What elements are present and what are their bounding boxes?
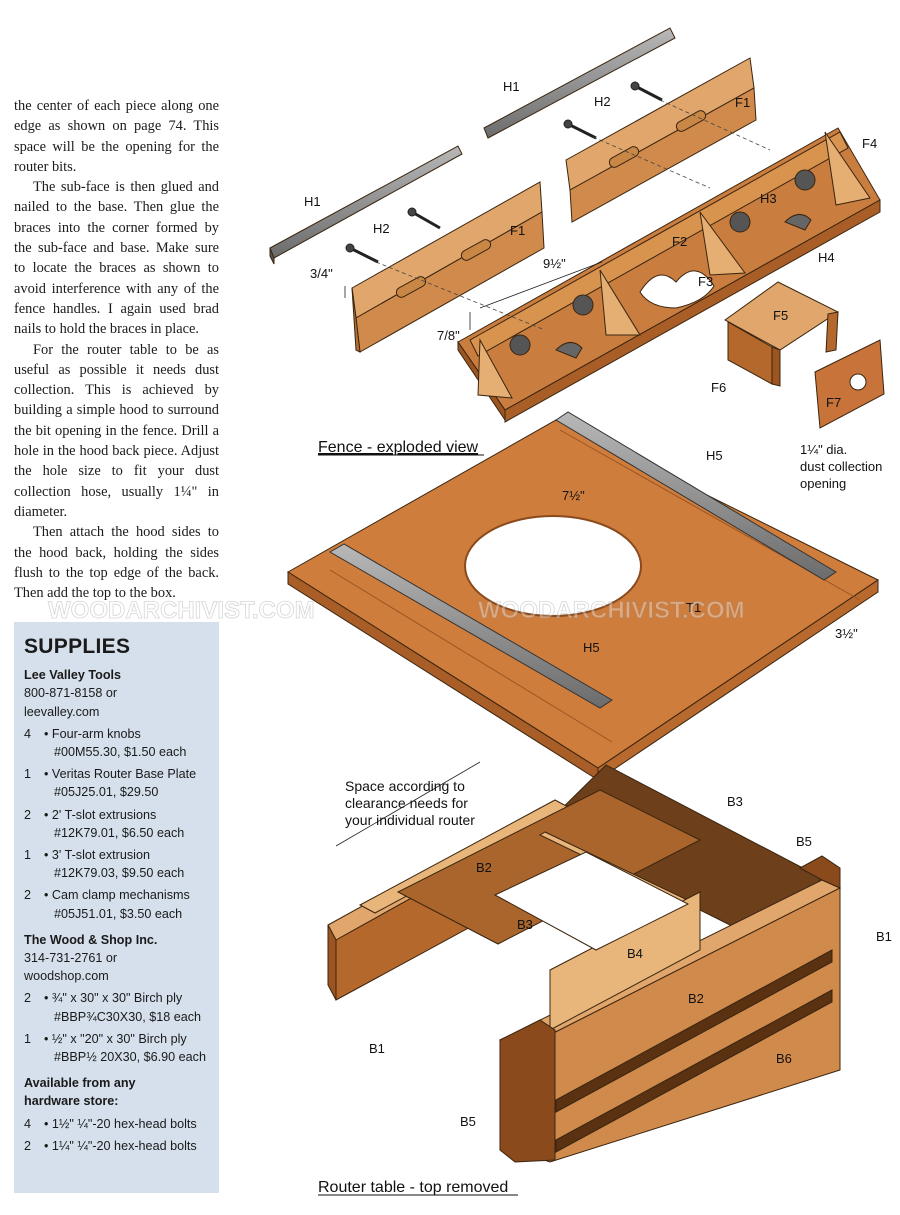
label-b1: B1 [369,1041,385,1056]
fence-labels: H1 H2 F1 F4 H1 H2 F1 H3 F2 H4 F3 F5 F6 F… [304,79,882,491]
t-slot-rail-h5-back [555,411,837,581]
hood-back-f7 [814,339,885,429]
sub-face-f1-left [351,181,545,353]
fence-exploded-view [269,27,885,429]
label-f1: F1 [510,223,525,238]
label-f5: F5 [773,308,788,323]
vendor-lee-valley: Lee Valley Tools 800-871-8158 or leevall… [24,666,211,923]
supply-item: 2• 1¼" ¼"-20 hex-head bolts [24,1138,197,1153]
label-h2: H2 [373,221,390,236]
vendor-phone: 314-731-2761 or [24,951,118,966]
label-b5: B5 [796,834,812,849]
dimension-label: 9½" [543,256,566,271]
supply-item: 2• Cam clamp mechanisms#05J51.01, $3.50 … [24,888,190,921]
vendor-name: Available from any hardware store: [24,1076,136,1109]
vendor-hardware-store: Available from any hardware store: 4• 1½… [24,1074,211,1155]
supply-item: 2• 2' T-slot extrusions#12K79.01, $6.50 … [24,807,185,840]
label-h3: H3 [760,191,777,206]
t-slot-rail-h5-front [328,543,613,709]
fence-caption: Fence - exploded view [318,439,479,456]
dimension-label: 7/8" [437,328,460,343]
dimension-label: 3/4" [310,266,333,281]
paragraph: Then attach the hood sides to the hood b… [14,524,219,602]
supplies-box: SUPPLIES Lee Valley Tools 800-871-8158 o… [14,622,219,1193]
label-f3: F3 [698,274,713,289]
label-t1: T1 [686,600,701,615]
article-text: the center of each piece along one edge … [14,96,219,603]
paragraph: For the router table to be as useful as … [14,341,219,520]
label-b3: B3 [727,794,743,809]
paragraph: The sub-face is then glued and nailed to… [14,179,219,338]
supply-item: 1• Veritas Router Base Plate#05J25.01, $… [24,767,197,800]
svg-text:Space according to: Space according to [345,778,465,794]
vendor-name: Lee Valley Tools [24,668,122,683]
supplies-title: SUPPLIES [24,635,131,658]
label-h1: H1 [503,79,520,94]
vendor-website: woodshop.com [24,969,109,984]
label-h5: H5 [706,448,723,463]
label-h5: H5 [583,640,600,655]
router-table-base [327,761,842,1163]
cam-clamp-h4 [555,214,812,359]
label-f4: F4 [862,136,877,151]
label-h2: H2 [594,94,611,109]
label-b4: B4 [627,946,643,961]
supply-item: 1• ½" x "20" x 30" Birch ply#BBP½ 20X30,… [24,1031,206,1065]
label-f7: F7 [826,395,841,410]
label-h1: H1 [304,194,321,209]
dust-note-line: opening [800,476,846,491]
vendor-name: The Wood & Shop Inc. [24,932,158,947]
t-slot-rail-h1-right [483,27,676,139]
bolt-h2-left [345,207,441,264]
supply-item: 1• 3' T-slot extrusion#12K79.03, $9.50 e… [24,848,185,881]
label-b1: B1 [876,929,892,944]
sub-face-f1-right [565,57,757,223]
label-b3: B3 [517,917,533,932]
table-top-t1 [287,419,879,781]
paragraph: the center of each piece along one edge … [14,98,219,175]
vendor-wood-shop: The Wood & Shop Inc. 314-731-2761 or woo… [24,931,211,1066]
t-slot-rail-h1-left [269,145,463,265]
vendor-phone: 800-871-8158 or [24,686,118,701]
fence-base-f4 [457,127,881,423]
table-top-labels: H5 7½" T1 3½" H5 [562,448,858,655]
dust-hood-f5-f6 [724,281,840,387]
label-f1: F1 [735,95,750,110]
svg-text:your individual router: your individual router [345,812,475,828]
label-f6: F6 [711,380,726,395]
dimension-label: 3½" [835,626,858,641]
label-b2: B2 [476,860,492,875]
supply-item: 4• 1½" ¼"-20 hex-head bolts [24,1116,197,1131]
svg-text:WOODARCHIVIST.COM: WOODARCHIVIST.COM [48,597,315,624]
base-labels: B3 B5 B2 B3 B1 B4 B2 B1 B6 B5 [369,794,892,1129]
dimension-label: 7½" [562,488,585,503]
svg-text:clearance needs for: clearance needs for [345,795,468,811]
supply-item: 2• ¾" x 30" x 30" Birch ply#BBP¾C30X30, … [24,991,202,1024]
svg-text:WOODARCHIVIST.COM: WOODARCHIVIST.COM [478,597,745,624]
four-arm-knob [509,169,816,356]
watermark: WOODARCHIVIST.COM WOODARCHIVIST.COM [48,597,745,625]
dust-note-line: dust collection [800,459,882,474]
label-f2: F2 [672,234,687,249]
bolt-h2-right [563,81,663,140]
base-note: Space according to clearance needs for y… [345,778,475,828]
label-b6: B6 [776,1051,792,1066]
supply-item: 4• Four-arm knobs#00M55.30, $1.50 each [24,726,187,760]
label-b5: B5 [460,1114,476,1129]
table-caption: Router table - top removed [318,1179,508,1196]
label-b2: B2 [688,991,704,1006]
vendor-website: leevalley.com [24,704,100,719]
label-h4: H4 [818,250,835,265]
dust-note-line: 1¼" dia. [800,442,847,457]
